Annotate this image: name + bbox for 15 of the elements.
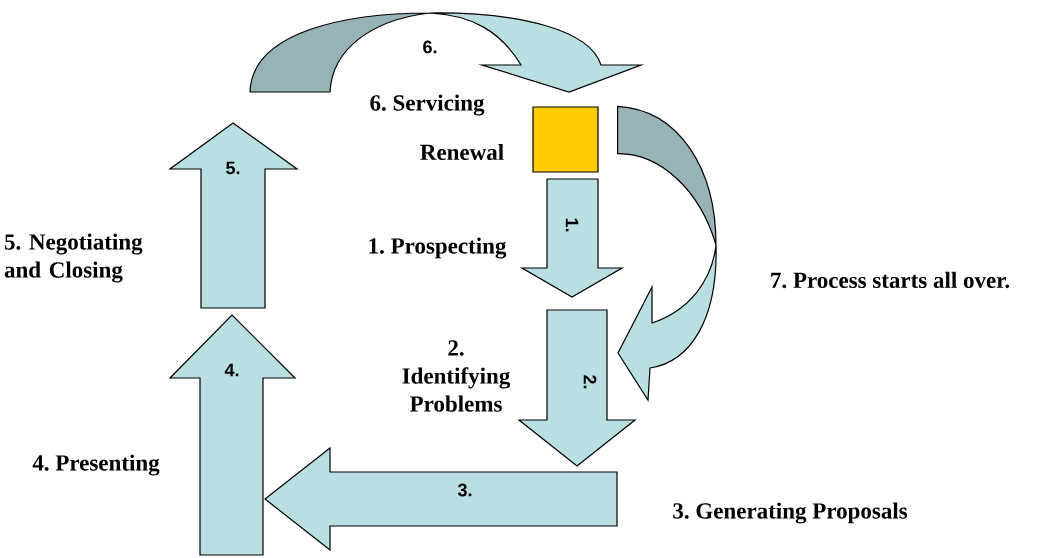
step-block: 1.	[519, 178, 625, 298]
step-label: Renewal	[420, 143, 504, 161]
curved-arrow	[617, 105, 717, 401]
step-block: 5.	[168, 122, 299, 309]
step-block: 2.	[517, 309, 637, 467]
step-label: 6. Servicing	[370, 94, 485, 116]
step-label: 1. Prospecting	[369, 237, 507, 259]
square	[532, 106, 599, 173]
step-label: 3. Generating Proposals	[673, 502, 908, 524]
step-block: 3.	[264, 446, 618, 552]
step-label: 5. Negotiating and Closing	[4, 233, 143, 283]
step-label: 4. Presenting	[32, 454, 160, 476]
step-label: 2. Identifying Problems	[402, 340, 511, 412]
step-block: 4.	[168, 314, 297, 556]
step-label: 7. Process starts all over.	[771, 271, 1010, 289]
